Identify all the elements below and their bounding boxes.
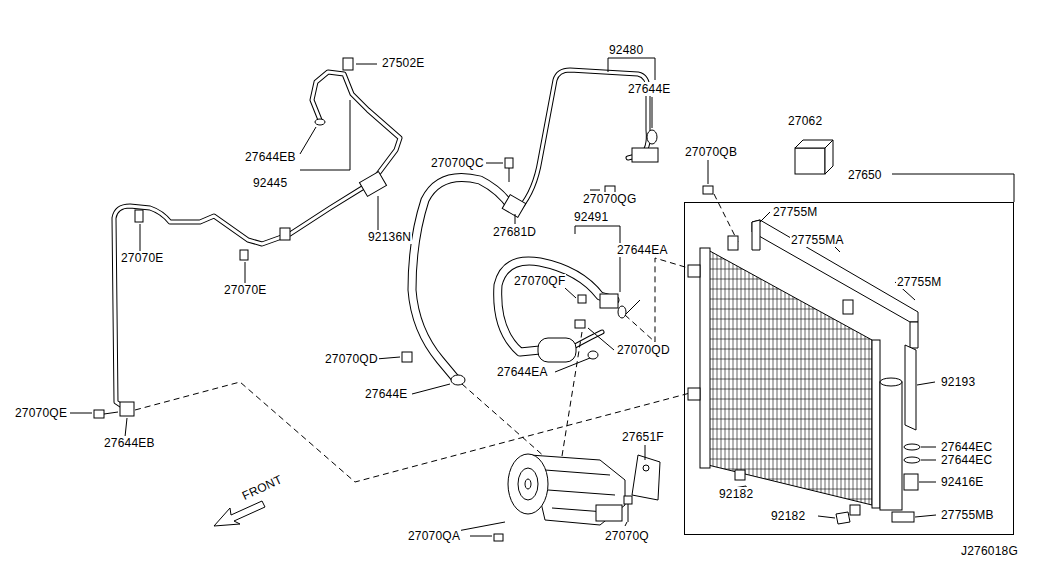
callout-number: 27070QF — [513, 274, 566, 288]
callout-number: 27070QD — [324, 352, 379, 366]
callout-number: 92480 — [608, 43, 644, 57]
callout-number: 27070QE — [14, 406, 68, 420]
callout-number: 27755M — [772, 205, 819, 219]
callout-number: 27644EA — [616, 243, 669, 257]
callout-number: 27644E — [627, 82, 672, 96]
callout-number: 27070E — [223, 283, 268, 297]
callout-number: 92182 — [718, 487, 754, 501]
callout-number: 92193 — [940, 375, 976, 389]
callout-number: 27644EB — [103, 436, 156, 450]
callout-number: 27070QG — [582, 192, 637, 206]
callout-number: 27644EA — [496, 365, 549, 379]
callout-number: 27070E — [120, 251, 165, 265]
callout-number: 92491 — [573, 210, 609, 224]
callout-number: 27650 — [847, 168, 882, 182]
callout-number: 27755MB — [940, 508, 995, 522]
callout-number: 27644E — [364, 387, 409, 401]
callout-number: 27644EB — [244, 150, 297, 164]
callout-number: 27681D — [492, 225, 537, 239]
callout-number: 27644EC — [940, 453, 993, 467]
callout-number: 27070QA — [407, 529, 461, 543]
callout-number: 92445 — [252, 176, 288, 190]
callout-number: 27070QC — [430, 156, 485, 170]
callout-number: 27062 — [787, 114, 823, 128]
callout-number: 27502E — [381, 56, 426, 70]
callout-number: 92416E — [940, 475, 985, 489]
callout-number: 27755MA — [790, 233, 845, 247]
direction-label: FRONT — [239, 472, 285, 503]
callout-number: 27070QB — [684, 145, 738, 159]
callout-number: 27755M — [896, 275, 943, 289]
callout-number: 27651F — [621, 430, 665, 444]
callout-number: 92182 — [770, 509, 806, 523]
callout-number: 27070Q — [604, 529, 650, 543]
callout-number: J276018G — [960, 544, 1019, 558]
callout-number: 92136N — [367, 230, 412, 244]
callout-number: 27644EC — [940, 440, 993, 454]
callout-number: 27070QD — [616, 343, 671, 357]
